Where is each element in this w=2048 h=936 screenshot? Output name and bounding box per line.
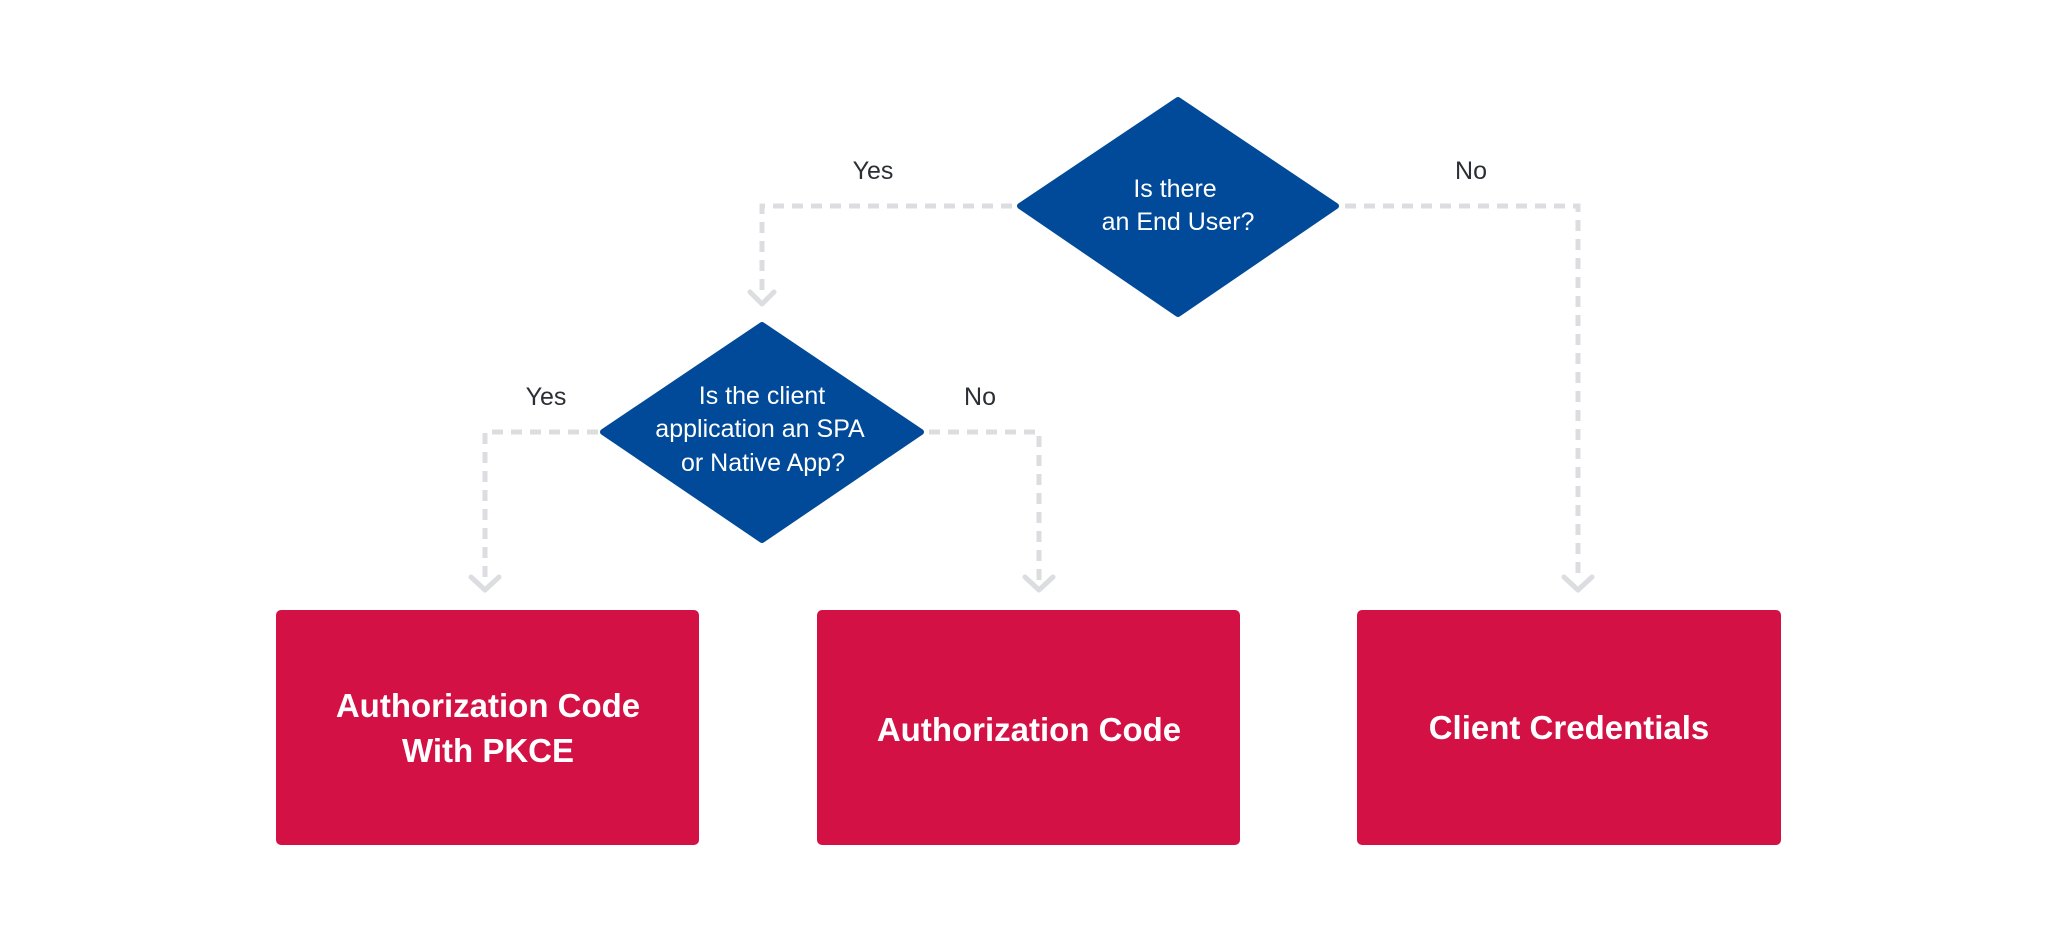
decision-client-type-shape: [600, 322, 924, 543]
arrowhead-to-pkce: [468, 574, 502, 593]
decision-end-user-shape: [1017, 97, 1339, 317]
edge-label-client-type-no: No: [964, 383, 996, 411]
connector-client-type-yes: [482, 429, 598, 580]
arrowhead-to-client-type-decision: [747, 289, 777, 307]
connector-end-user-no: [1345, 203, 1581, 580]
decision-end-user: Is there an End User?: [1017, 97, 1339, 317]
edge-label-end-user-no: No: [1455, 157, 1487, 185]
decision-client-type-line-3: or Native App?: [681, 449, 845, 477]
decision-end-user-line-1: Is there: [1133, 175, 1216, 203]
outcome-pkce-box: [276, 610, 699, 845]
decision-client-type: Is the client application an SPA or Nati…: [600, 322, 924, 543]
outcome-client-credentials-box: [1357, 610, 1781, 845]
outcome-client-credentials-label: Client Credentials: [1429, 709, 1710, 746]
outcome-auth-code-box: [817, 610, 1240, 845]
outcome-auth-code-label: Authorization Code: [877, 711, 1181, 748]
outcome-authorization-code-with-pkce: Authorization Code With PKCE: [276, 610, 699, 845]
arrowhead-to-client-credentials: [1561, 574, 1595, 593]
outcome-client-credentials: Client Credentials: [1357, 610, 1781, 845]
outcome-pkce-line-2: With PKCE: [402, 732, 574, 769]
outcome-pkce-line-1: Authorization Code: [336, 687, 640, 724]
edge-label-end-user-yes: Yes: [853, 157, 894, 185]
connector-client-type-no: [929, 429, 1042, 580]
arrowhead-to-auth-code: [1022, 574, 1056, 593]
decision-client-type-line-1: Is the client: [699, 382, 826, 410]
edge-label-client-type-yes: Yes: [526, 383, 567, 411]
decision-end-user-line-2: an End User?: [1102, 208, 1255, 236]
connector-end-user-yes: [759, 203, 1012, 292]
decision-client-type-line-2: application an SPA: [655, 415, 865, 443]
outcome-authorization-code: Authorization Code: [817, 610, 1240, 845]
